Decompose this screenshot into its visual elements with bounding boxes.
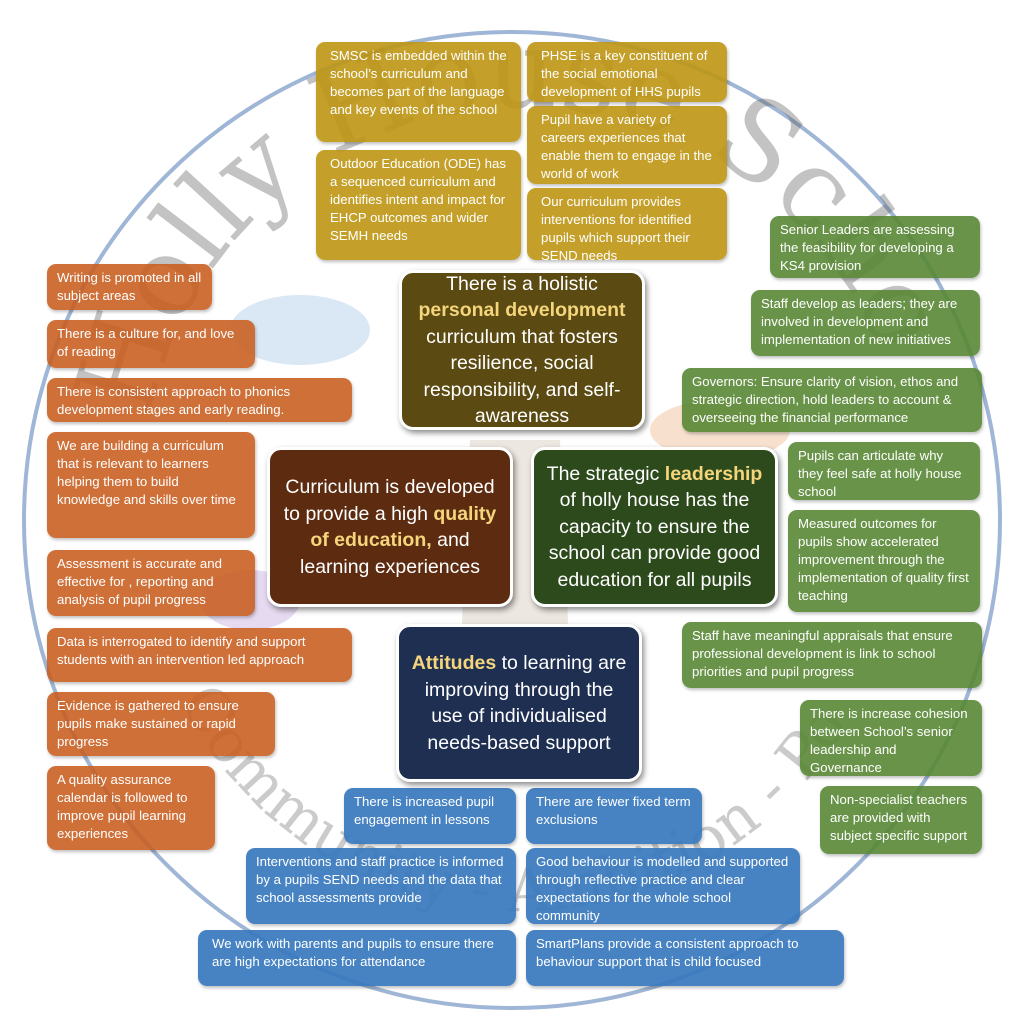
curriculum-item-qa: A quality assurance calendar is followed… <box>47 766 215 850</box>
personal-item-smsc: SMSC is embedded within the school’s cur… <box>316 42 521 142</box>
curriculum-item-reading: There is a culture for, and love of read… <box>47 320 255 368</box>
pillar-text: to learning are improving through the us… <box>424 652 627 754</box>
curriculum-item-evidence: Evidence is gathered to ensure pupils ma… <box>47 692 275 756</box>
attitudes-item-smartplans: SmartPlans provide a consistent approach… <box>526 930 844 986</box>
personal-item-interventions: Our curriculum provides interventions fo… <box>527 188 727 263</box>
attitudes-item-attendance: We work with parents and pupils to ensur… <box>198 930 516 986</box>
pillar-quality-of-education: Curriculum is developed to provide a hig… <box>267 447 513 607</box>
pillar-highlight: quality of education, <box>310 502 497 552</box>
logo-circle <box>22 30 1002 1010</box>
leadership-item-outcomes: Measured outcomes for pupils show accele… <box>788 510 980 612</box>
handprint-mark <box>230 295 370 365</box>
leadership-item-appraisals: Staff have meaningful appraisals that en… <box>682 622 982 688</box>
pillar-text: curriculum that fosters resilience, soci… <box>423 325 621 428</box>
attitudes-item-interventions: Interventions and staff practice is info… <box>246 848 516 924</box>
attitudes-item-exclusions: There are fewer fixed term exclusions <box>526 788 702 844</box>
personal-item-ode: Outdoor Education (ODE) has a sequenced … <box>316 150 521 260</box>
pillar-leadership: The strategic leadership of holly house … <box>531 447 778 607</box>
curriculum-item-data: Data is interrogated to identify and sup… <box>47 628 352 682</box>
pillar-text: Curriculum is developed to provide a hig… <box>283 476 495 525</box>
pillar-highlight: Attitudes <box>411 652 497 674</box>
pillar-highlight: personal development <box>418 299 626 321</box>
pillar-attitudes: Attitudes to learning are improving thro… <box>396 624 642 782</box>
curriculum-item-phonics: There is consistent approach to phonics … <box>47 378 352 422</box>
curriculum-item-writing: Writing is promoted in all subject areas <box>47 264 212 310</box>
curriculum-item-relevant: We are building a curriculum that is rel… <box>47 432 255 538</box>
leadership-item-ks4: Senior Leaders are assessing the feasibi… <box>770 216 980 278</box>
pillar-text: The strategic <box>546 462 665 485</box>
leadership-item-safe: Pupils can articulate why they feel safe… <box>788 442 980 500</box>
curriculum-item-assessment: Assessment is accurate and effective for… <box>47 550 255 616</box>
personal-item-careers: Pupil have a variety of careers experien… <box>527 106 727 184</box>
pillar-personal-development: There is a holistic personal development… <box>399 270 645 430</box>
attitudes-item-engagement: There is increased pupil engagement in l… <box>344 788 516 844</box>
pillar-highlight: leadership <box>664 462 763 485</box>
leadership-item-governors: Governors: Ensure clarity of vision, eth… <box>682 368 982 432</box>
leadership-item-staff: Staff develop as leaders; they are invol… <box>751 290 980 356</box>
pillar-text: and learning experiences <box>300 529 480 578</box>
leadership-item-cohesion: There is increase cohesion between Schoo… <box>800 700 982 776</box>
personal-item-phse: PHSE is a key constituent of the social … <box>527 42 727 102</box>
pillar-text: of holly house has the capacity to ensur… <box>548 489 761 591</box>
pillar-text: There is a holistic <box>446 272 598 295</box>
attitudes-item-behaviour: Good behaviour is modelled and supported… <box>526 848 800 924</box>
leadership-item-support: Non-specialist teachers are provided wit… <box>820 786 982 854</box>
